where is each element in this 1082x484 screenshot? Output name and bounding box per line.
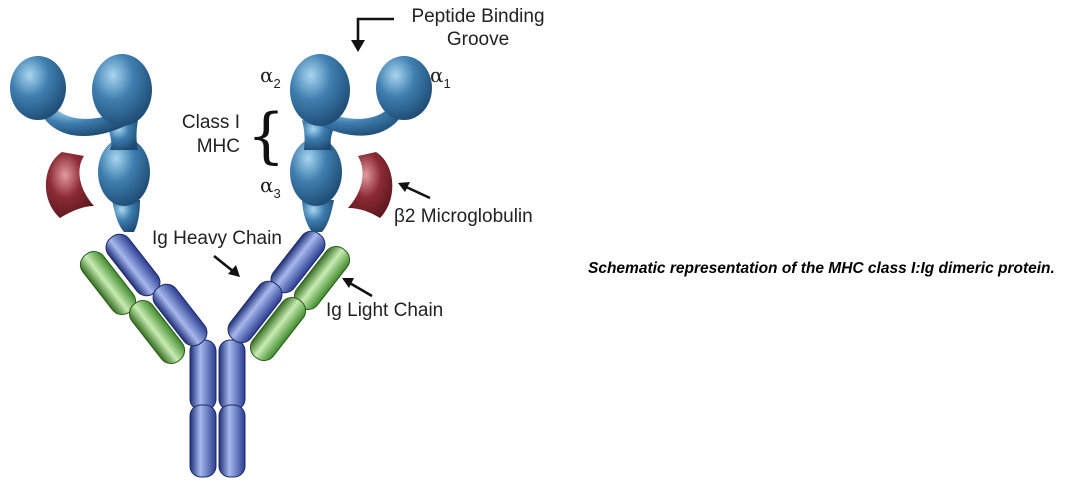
ig-fc-stem — [189, 339, 246, 478]
right-mhc-class-i — [290, 54, 432, 232]
left-mhc-class-i — [10, 54, 152, 232]
right-alpha3-domain — [290, 138, 342, 206]
peptide-binding-label-line2: Groove — [447, 29, 509, 50]
figure-caption: Schematic representation of the MHC clas… — [588, 260, 1055, 277]
beta2-arrowhead — [398, 182, 410, 192]
ig-heavy-chain-label: Ig Heavy Chain — [152, 228, 282, 249]
peptide-binding-arrowhead — [351, 40, 365, 52]
peptide-binding-arrow — [356, 17, 394, 44]
class-i-label-line2: MHC — [197, 136, 240, 157]
beta2-arrow — [403, 184, 431, 200]
left-beta2-microglobulin — [45, 152, 94, 218]
ig-light-chain-label: Ig Light Chain — [326, 300, 443, 321]
right-arm-ig — [227, 230, 351, 362]
left-alpha2-domain — [92, 54, 152, 126]
heavy-chain-arrowhead — [228, 265, 240, 277]
peptide-binding-label-line1: Peptide Binding — [411, 6, 544, 27]
alpha2-label: α2 — [260, 63, 281, 91]
left-alpha3-domain — [98, 138, 150, 206]
alpha1-label: α1 — [430, 63, 451, 91]
class-i-label-line1: Class I — [182, 112, 240, 133]
right-beta2-microglobulin — [348, 152, 393, 218]
right-alpha2-domain — [290, 54, 350, 126]
left-alpha1-domain — [10, 56, 66, 120]
right-alpha1-domain — [376, 56, 432, 120]
heavy-chain-arrow — [213, 254, 235, 274]
class-i-brace: { — [247, 101, 285, 171]
beta2-microglobulin-label: β2 Microglobulin — [394, 206, 533, 227]
alpha3-label: α3 — [260, 173, 281, 201]
left-arm-ig — [79, 233, 208, 365]
light-chain-arrow — [347, 280, 373, 298]
light-chain-arrowhead — [342, 278, 354, 288]
